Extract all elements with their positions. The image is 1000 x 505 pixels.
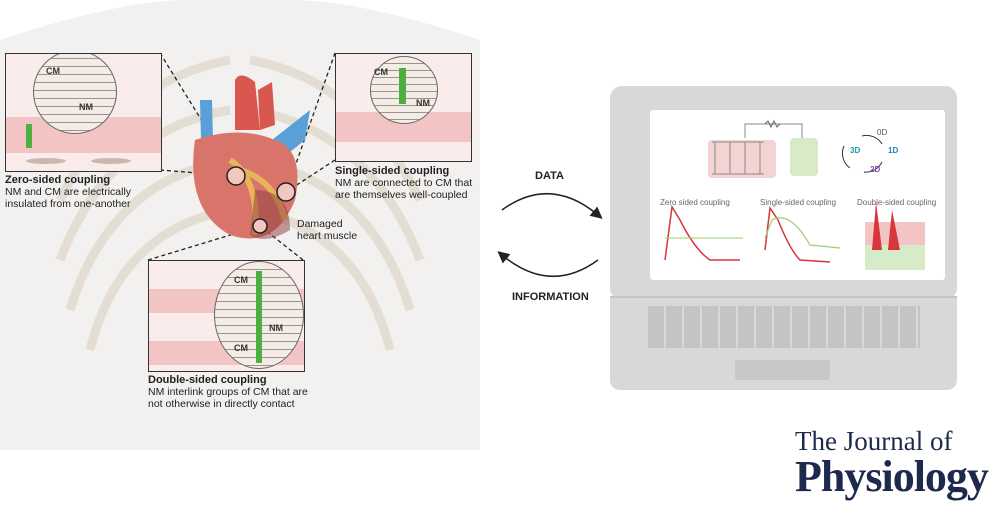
cm-label: CM (374, 67, 388, 77)
heart-label: Damaged heart muscle (297, 218, 358, 242)
plot-title-single: Single-sided coupling (760, 198, 837, 207)
caption-description: NM interlink groups of CM that are not o… (148, 386, 308, 410)
double-sided-panel: CM NM CM (148, 260, 305, 372)
cm-label: CM (234, 275, 248, 285)
caption-title: Double-sided coupling (148, 374, 267, 386)
single-sided-caption: Single-sided coupling NM are connected t… (335, 165, 475, 201)
cm-label: CM (46, 66, 60, 76)
gap-junction-icon (399, 68, 406, 104)
fibroblast-icon (91, 158, 131, 164)
dim-0d: 0D (877, 128, 888, 137)
nm-label: NM (79, 102, 93, 112)
dim-3d: 3D (850, 146, 861, 155)
plot-title-double: Double-sided coupling (857, 198, 937, 207)
journal-name-line2: Physiology (795, 452, 989, 501)
screen-graphics (664, 119, 925, 270)
trace-double-surface (865, 202, 925, 270)
information-label: INFORMATION (512, 291, 589, 303)
cell-circuit-nm (790, 138, 818, 176)
journal-logo: The Journal of Physiology (795, 426, 989, 501)
cycle-arrows (497, 192, 603, 278)
laptop-screen: 0D 1D 2D 3D Zero sided coupling Single-s… (650, 110, 945, 280)
single-sided-panel: CM NM (335, 53, 472, 162)
gap-junction-icon (256, 271, 262, 363)
trace-single-green (764, 217, 841, 249)
keyboard (648, 306, 920, 348)
journal-name-line1: The Journal of (795, 426, 953, 456)
heart-illustration (193, 75, 310, 239)
trace-single-red (764, 205, 831, 263)
dim-2d: 2D (870, 165, 881, 174)
cm-label: CM (234, 343, 248, 353)
plot-title-zero: Zero sided coupling (660, 198, 730, 207)
double-sided-caption: Double-sided coupling NM interlink group… (148, 374, 318, 410)
resistor-icon (764, 119, 781, 129)
caption-title: Single-sided coupling (335, 165, 450, 177)
information-arrow (497, 251, 599, 278)
caption-description: NM are connected to CM that are themselv… (335, 177, 473, 201)
data-label: DATA (535, 170, 564, 182)
zero-sided-caption: Zero-sided coupling NM and CM are electr… (5, 174, 165, 210)
caption-description: NM and CM are electrically insulated fro… (5, 186, 132, 210)
caption-title: Zero-sided coupling (5, 174, 111, 186)
laptop-base (610, 296, 957, 390)
nm-label: NM (269, 323, 283, 333)
gap-junction-icon (26, 124, 32, 148)
trace-zero-red (664, 204, 740, 261)
dim-1d: 1D (888, 146, 899, 155)
data-arrow (501, 192, 603, 219)
cell-circuit-cm (708, 140, 776, 178)
trackpad (735, 360, 830, 380)
zero-sided-panel: CM NM (5, 53, 162, 172)
nm-label: NM (416, 98, 430, 108)
fibroblast-icon (26, 158, 66, 164)
zoom-circle (33, 54, 117, 134)
